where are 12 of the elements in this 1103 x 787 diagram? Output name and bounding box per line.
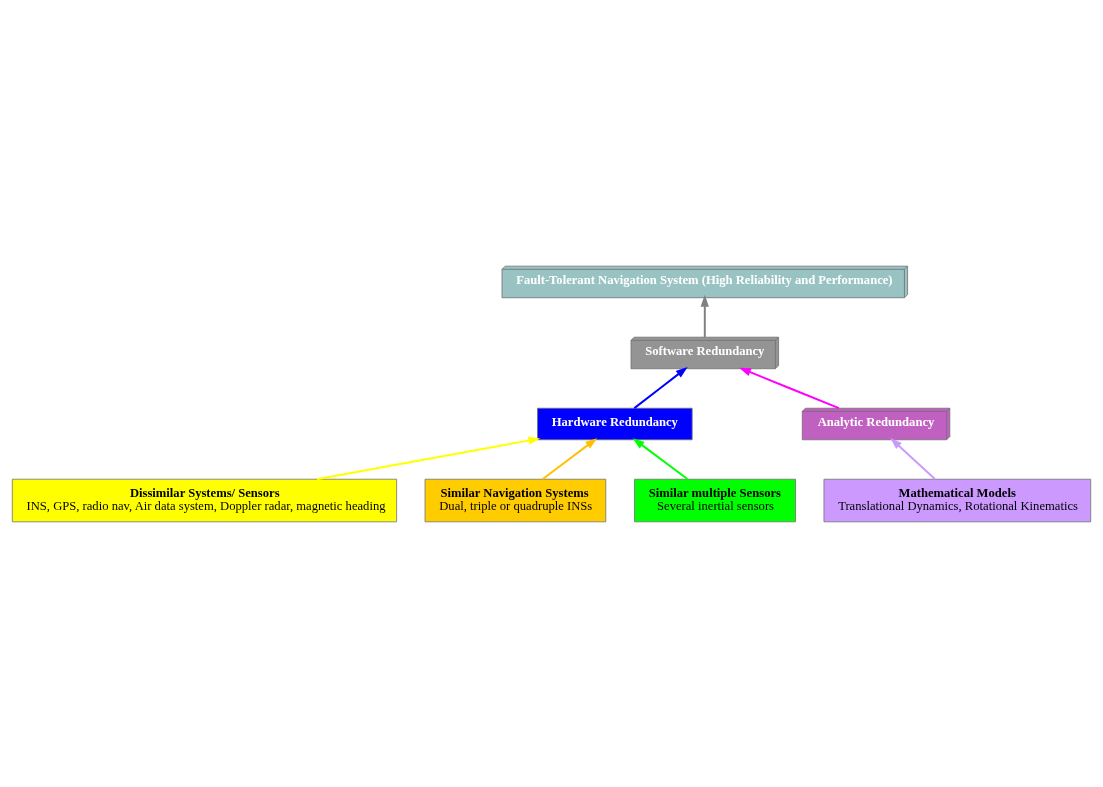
arrow: [739, 367, 840, 409]
arrow: [632, 437, 689, 480]
node-box: Dissimilar Systems/ Sensors INS, GPS, radio nav, Air data system, Doppler radar, magnetic heading: [11, 478, 398, 522]
node-box: Similar Navigation Systems Dual, triple or quadruple INSs: [424, 478, 607, 522]
arrow: [315, 435, 541, 480]
node-box: Mathematical Models Translational Dynamics, Rotational Kinematics: [823, 478, 1092, 522]
arrow: [700, 294, 709, 338]
node-box: Similar multiple Sensors Several inertial sensors: [634, 478, 796, 522]
arrow: [890, 437, 936, 480]
arrow: [633, 366, 688, 409]
arrow: [541, 437, 598, 480]
node-box: Hardware Redundancy: [537, 407, 693, 440]
